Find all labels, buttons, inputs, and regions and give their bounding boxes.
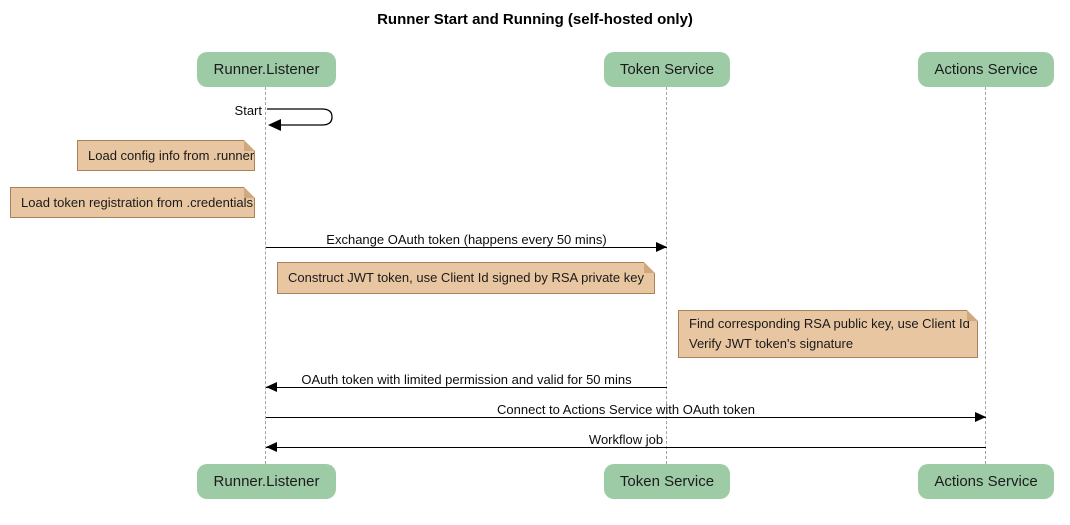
arrow-left-icon (266, 382, 277, 392)
note-load-token-registration: Load token registration from .credential… (10, 187, 255, 218)
note-construct-jwt: Construct JWT token, use Client Id signe… (277, 262, 655, 294)
self-message-arrow-icon (267, 108, 333, 131)
message-label-workflow-job: Workflow job (588, 432, 664, 447)
lifeline-runner-listener (265, 87, 266, 464)
note-verify-jwt: Find corresponding RSA public key, use C… (678, 310, 978, 358)
actor-token-service-top: Token Service (604, 52, 730, 87)
note-line: Load config info from .runner (88, 147, 255, 163)
message-label-connect-actions: Connect to Actions Service with OAuth to… (497, 402, 755, 417)
note-line: Load token registration from .credential… (21, 194, 253, 210)
arrow-left-icon (266, 442, 277, 452)
arrow-right-icon (656, 242, 667, 252)
message-label-start: Start (234, 103, 262, 118)
lifeline-token-service (666, 87, 667, 464)
message-line (266, 417, 986, 418)
diagram-title: Runner Start and Running (self-hosted on… (377, 11, 693, 28)
actor-actions-service-bottom: Actions Service (918, 464, 1054, 499)
note-load-config: Load config info from .runner (77, 140, 255, 171)
message-label-oauth-token-limited: OAuth token with limited permission and … (301, 372, 632, 387)
note-line: Construct JWT token, use Client Id signe… (288, 270, 644, 285)
message-line (266, 447, 986, 448)
actor-actions-service-top: Actions Service (918, 52, 1054, 87)
lifeline-actions-service (985, 87, 986, 464)
actor-runner-listener-top: Runner.Listener (197, 52, 336, 87)
note-line: Verify JWT token's signature (689, 336, 854, 351)
message-line (266, 387, 667, 388)
message-line (266, 247, 667, 248)
actor-token-service-bottom: Token Service (604, 464, 730, 499)
arrow-right-icon (975, 412, 986, 422)
note-line: Find corresponding RSA public key, use C… (689, 316, 970, 331)
actor-runner-listener-bottom: Runner.Listener (197, 464, 336, 499)
message-label-exchange-oauth: Exchange OAuth token (happens every 50 m… (326, 232, 607, 247)
